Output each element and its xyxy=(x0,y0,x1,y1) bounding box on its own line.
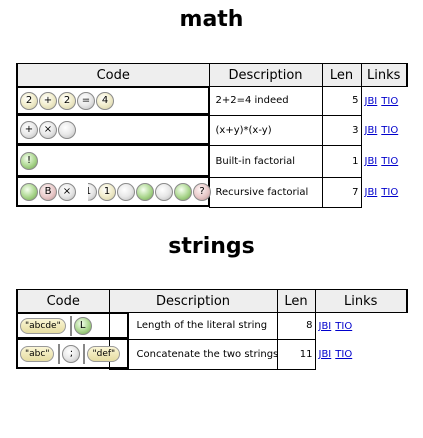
math-table: Code Description Len Links 2 + 2 = 4 2+2… xyxy=(16,63,408,208)
block-length: L xyxy=(73,316,92,335)
section-title-strings: strings xyxy=(168,234,255,259)
block-4: 4 xyxy=(96,91,114,110)
description-cell: 2+2=4 indeed xyxy=(208,86,323,116)
separator xyxy=(69,315,72,336)
code-blocks: ! xyxy=(16,144,210,177)
len-cell: 7 xyxy=(321,176,362,208)
table-row: "abc" ; "def" Concatenate the two string… xyxy=(16,338,407,370)
block-1: 1 xyxy=(98,182,116,201)
code-cell: "abcde" L xyxy=(16,312,129,339)
len-cell: 11 xyxy=(276,338,316,370)
jbi-link[interactable]: JBI xyxy=(318,348,332,360)
table-row: "abcde" L Length of the literal string 8… xyxy=(16,312,407,340)
tio-link[interactable]: TIO xyxy=(381,124,399,136)
block-gray xyxy=(117,182,135,201)
block-question: ? xyxy=(193,182,211,201)
column-header-code: Code xyxy=(16,63,210,87)
column-header-links: Links xyxy=(360,63,408,87)
jbi-link[interactable]: JBI xyxy=(364,124,378,136)
description-cell: Concatenate the two strings xyxy=(108,338,278,370)
jbi-link[interactable]: JBI xyxy=(364,186,378,198)
len-cell: 5 xyxy=(321,86,362,116)
block-gray xyxy=(155,182,173,201)
block-string: "def" xyxy=(87,345,121,362)
tio-link[interactable]: TIO xyxy=(381,95,399,107)
strings-table: Code Description Len Links "abcde" L Len… xyxy=(16,289,408,370)
block-1: 1 xyxy=(88,182,97,201)
block-plus: + xyxy=(20,120,38,139)
column-header-len: Len xyxy=(321,63,362,87)
code-cell: 2 + 2 = 4 xyxy=(16,86,210,115)
code-blocks: 2 + 2 = 4 xyxy=(16,86,210,115)
block-factorial: ! xyxy=(20,151,38,170)
description-cell: Length of the literal string xyxy=(108,312,278,340)
column-header-links: Links xyxy=(314,289,408,313)
block-2: 2 xyxy=(58,91,76,110)
block-string: "abcde" xyxy=(20,317,66,334)
block-2: 2 xyxy=(20,91,38,110)
block-green xyxy=(20,182,38,201)
table-header: Code Description Len Links xyxy=(16,289,408,313)
section-title-math: math xyxy=(179,7,244,32)
block-concat: ; xyxy=(62,344,81,363)
description-cell: Built-in factorial xyxy=(208,144,323,178)
len-cell: 1 xyxy=(321,144,362,178)
separator xyxy=(83,343,86,364)
tio-link[interactable]: TIO xyxy=(335,320,353,332)
description-cell: Recursive factorial xyxy=(208,176,323,208)
jbi-link[interactable]: JBI xyxy=(364,95,378,107)
table-header: Code Description Len Links xyxy=(16,63,408,87)
separator xyxy=(58,343,61,364)
tio-link[interactable]: TIO xyxy=(381,186,399,198)
len-cell: 3 xyxy=(321,114,362,146)
block-green xyxy=(136,182,154,201)
code-cell: B × 1 1 ? xyxy=(16,176,211,207)
tio-link[interactable]: TIO xyxy=(381,155,399,167)
jbi-link[interactable]: JBI xyxy=(364,155,378,167)
code-blocks: + × xyxy=(16,114,210,145)
jbi-link[interactable]: JBI xyxy=(318,320,332,332)
len-cell: 8 xyxy=(276,312,316,340)
description-cell: (x+y)*(x-y) xyxy=(208,114,323,146)
code-blocks: "abc" ; "def" xyxy=(16,338,129,369)
block-string: "abc" xyxy=(20,345,55,362)
block-times: × xyxy=(39,120,57,139)
block-b: B xyxy=(39,182,57,201)
code-blocks: B × 1 1 ? xyxy=(16,176,211,207)
block-equals: = xyxy=(77,91,95,110)
column-header-len: Len xyxy=(276,289,316,313)
column-header-description: Description xyxy=(208,63,323,87)
tio-link[interactable]: TIO xyxy=(335,348,353,360)
block-minus xyxy=(58,120,76,139)
block-times: × xyxy=(58,182,76,201)
block-plus: + xyxy=(39,91,57,110)
column-header-description: Description xyxy=(108,289,278,313)
code-cell: ! xyxy=(16,144,210,177)
code-cell: "abc" ; "def" xyxy=(16,338,129,369)
block-green xyxy=(174,182,192,201)
column-header-code: Code xyxy=(16,289,110,313)
code-cell: + × xyxy=(16,114,210,145)
